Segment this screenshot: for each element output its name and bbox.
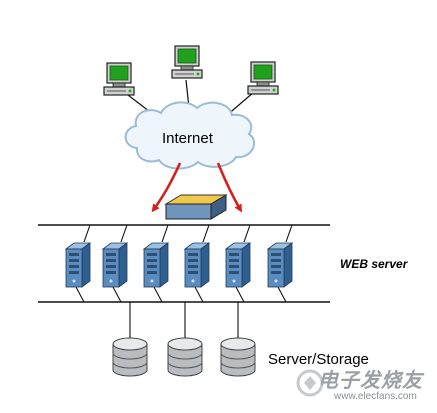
- desktop-computer-icon: [247, 61, 279, 95]
- database-cylinder-icon: [220, 337, 256, 377]
- server-tower-icon: [184, 242, 210, 288]
- server-tower-icon: [102, 242, 128, 288]
- load-balancer-icon: [164, 194, 228, 220]
- database-cylinder-icon: [112, 337, 148, 377]
- desktop-computer-icon: [103, 62, 135, 96]
- traffic-arrow-left: [151, 162, 182, 213]
- server-storage-label: Server/Storage: [268, 351, 369, 368]
- server-tower-icon: [267, 242, 293, 288]
- watermark-url: www.elecfans.com: [334, 391, 417, 402]
- watermark-brand: 电子发烧友: [318, 368, 423, 392]
- database-cylinder-icon: [167, 337, 203, 377]
- storage-drop-lines: [129, 302, 239, 338]
- server-tower-icon: [65, 242, 91, 288]
- web-server-label: WEB server: [340, 257, 408, 271]
- server-drop-lines: [75, 224, 293, 303]
- traffic-arrow-right: [216, 162, 243, 213]
- watermark-logo-icon: [296, 369, 324, 397]
- server-tower-icon: [143, 242, 169, 288]
- server-tower-icon: [225, 242, 251, 288]
- desktop-computer-icon: [171, 45, 203, 79]
- internet-label: Internet: [162, 130, 213, 147]
